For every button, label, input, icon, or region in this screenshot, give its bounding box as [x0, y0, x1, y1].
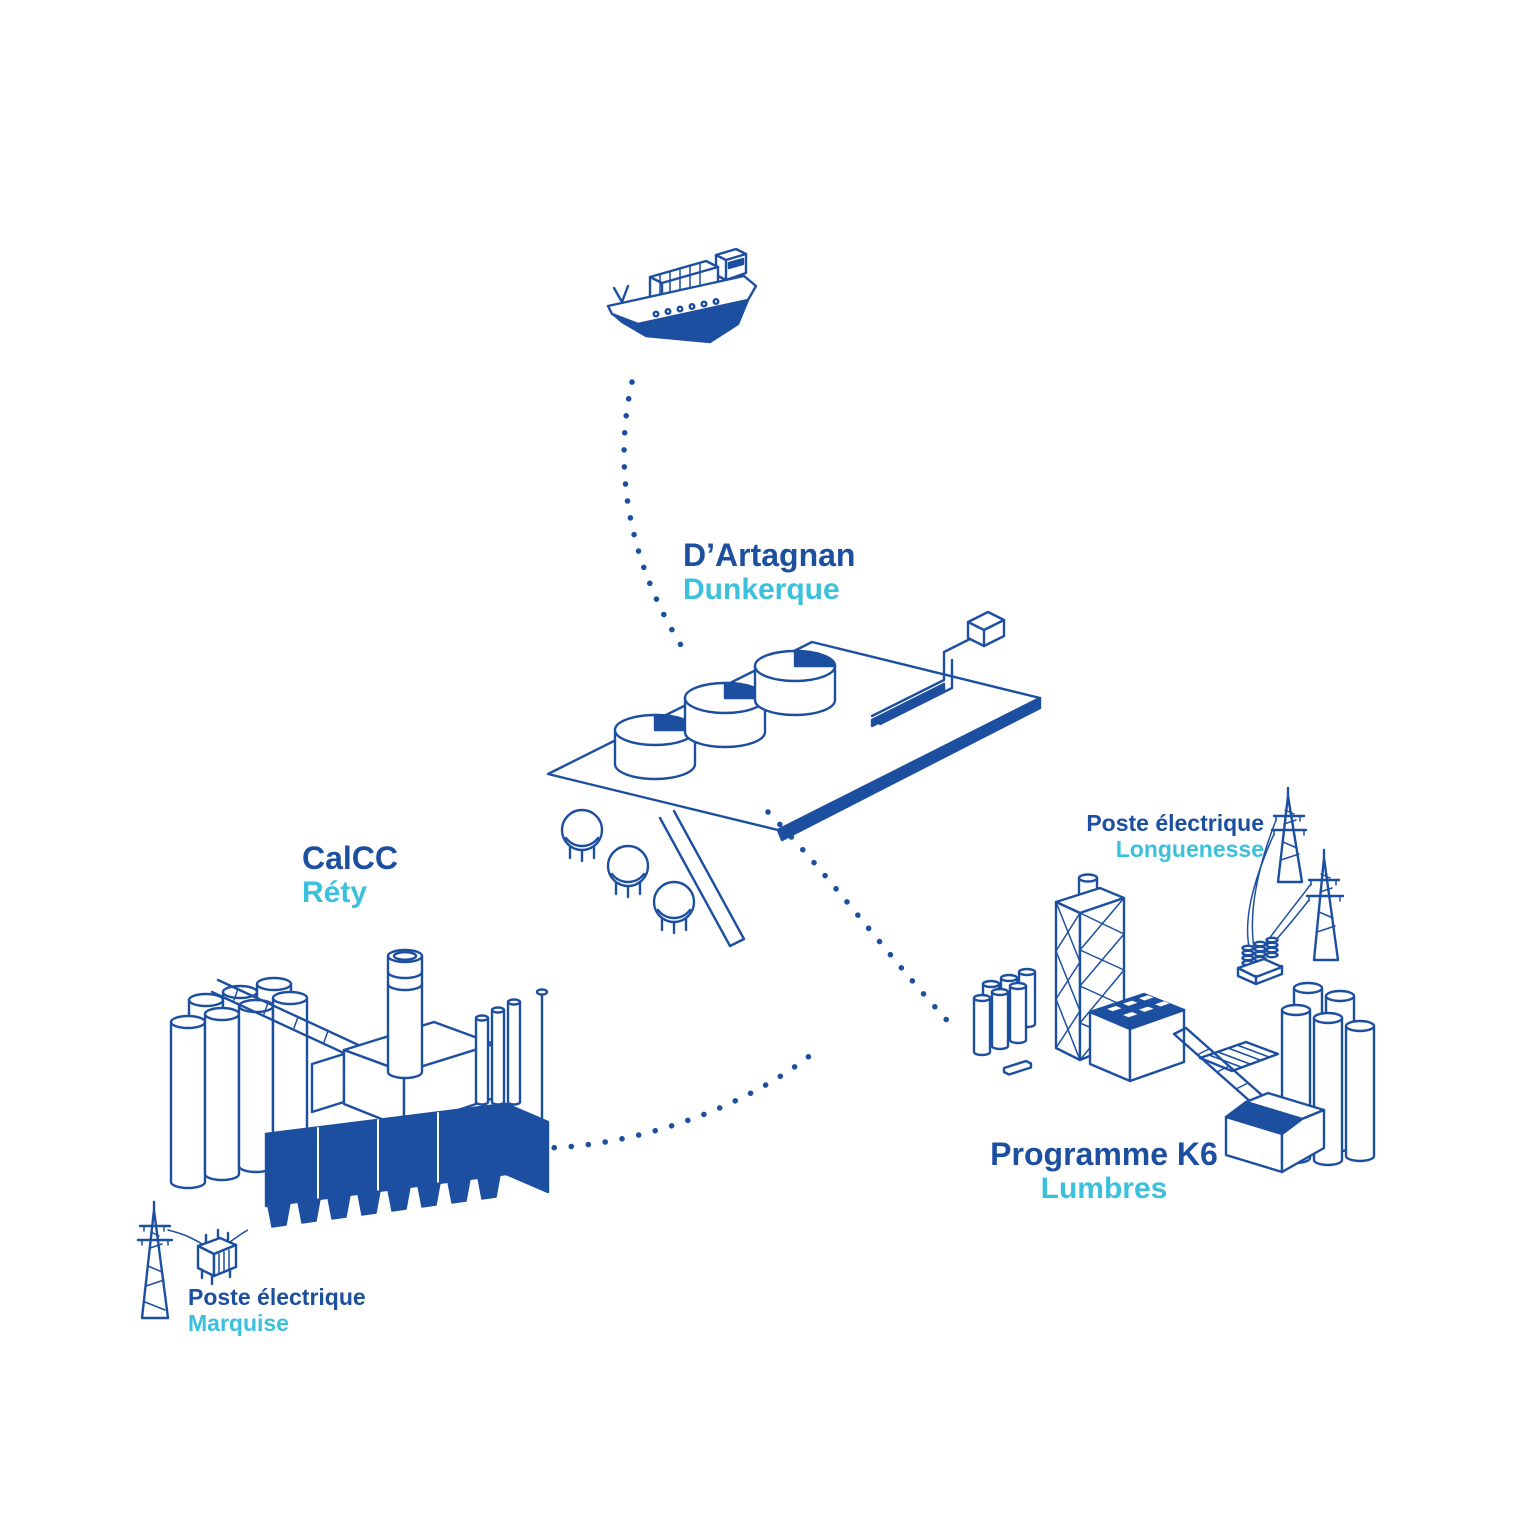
calcc-label: CalCC Réty: [302, 840, 398, 911]
marquise-substation-illustration: [136, 1200, 248, 1320]
cement-plant-illustration: [169, 948, 550, 1228]
power-line: [229, 1229, 248, 1243]
bridge-windows: [727, 257, 745, 270]
pipe-shadow: [870, 682, 946, 728]
site-title: Programme K6: [990, 1136, 1218, 1172]
k6-label: Programme K6 Lumbres: [972, 1136, 1236, 1207]
small-stack: [506, 998, 522, 1106]
electric-pylon-icon: [1270, 786, 1308, 884]
site-subtitle: Marquise: [188, 1310, 289, 1337]
flare-mast: [535, 988, 549, 1122]
plant-base: [264, 1102, 550, 1228]
transformer-icon: [1236, 936, 1284, 986]
conveyor: [1172, 1026, 1266, 1105]
electric-pylon-icon: [1305, 848, 1345, 962]
site-title: D’Artagnan: [683, 537, 856, 573]
site-title: CalCC: [302, 840, 399, 876]
route-ship-to-terminal: [621, 379, 687, 653]
metering-station: [966, 610, 1006, 648]
terminal-illustration: [546, 610, 1042, 948]
spherical-tank: [652, 880, 696, 935]
platform-edge: [776, 696, 1042, 842]
pipeline: [870, 636, 974, 718]
pier: [658, 809, 746, 948]
site-title: Poste électrique: [1086, 810, 1264, 836]
dartagnan-label: D’Artagnan Dunkerque: [683, 537, 855, 608]
small-silo: [1008, 981, 1028, 1045]
site-subtitle: Lumbres: [1040, 1172, 1168, 1206]
horizontal-tank: [1002, 1059, 1033, 1076]
cargo-ship-icon: [606, 247, 758, 344]
power-line: [167, 1229, 203, 1245]
spherical-tank: [606, 844, 650, 899]
storage-tank: [613, 713, 697, 781]
bow-mast: [612, 284, 630, 304]
electric-pylon-icon: [136, 1200, 174, 1320]
main-building: [1088, 992, 1186, 1083]
spherical-tank: [560, 808, 604, 863]
pipeline: [878, 658, 954, 726]
route-terminal-to-k6: [765, 809, 957, 1031]
hull-lower: [612, 298, 750, 344]
small-silo: [990, 987, 1010, 1051]
k6-plant-illustration: [972, 786, 1376, 1174]
storage-tank: [753, 649, 837, 717]
transformer-icon: [196, 1228, 238, 1286]
silo: [1344, 1019, 1376, 1163]
warehouse: [1224, 1091, 1326, 1174]
site-subtitle: Longuenesse: [1115, 836, 1264, 863]
silo: [203, 1006, 241, 1182]
longuenesse-label: Poste électrique Longuenesse: [1028, 810, 1264, 862]
chimney: [386, 948, 424, 1080]
portholes: [652, 297, 720, 318]
site-title: Poste électrique: [188, 1284, 366, 1310]
silo: [169, 1014, 207, 1190]
small-stack: [490, 1006, 506, 1106]
small-silo: [972, 993, 992, 1057]
small-stack: [474, 1014, 490, 1106]
marquise-label: Poste électrique Marquise: [188, 1284, 366, 1336]
storage-tank: [683, 681, 767, 749]
site-subtitle: Réty: [302, 876, 368, 910]
site-subtitle: Dunkerque: [683, 573, 840, 607]
